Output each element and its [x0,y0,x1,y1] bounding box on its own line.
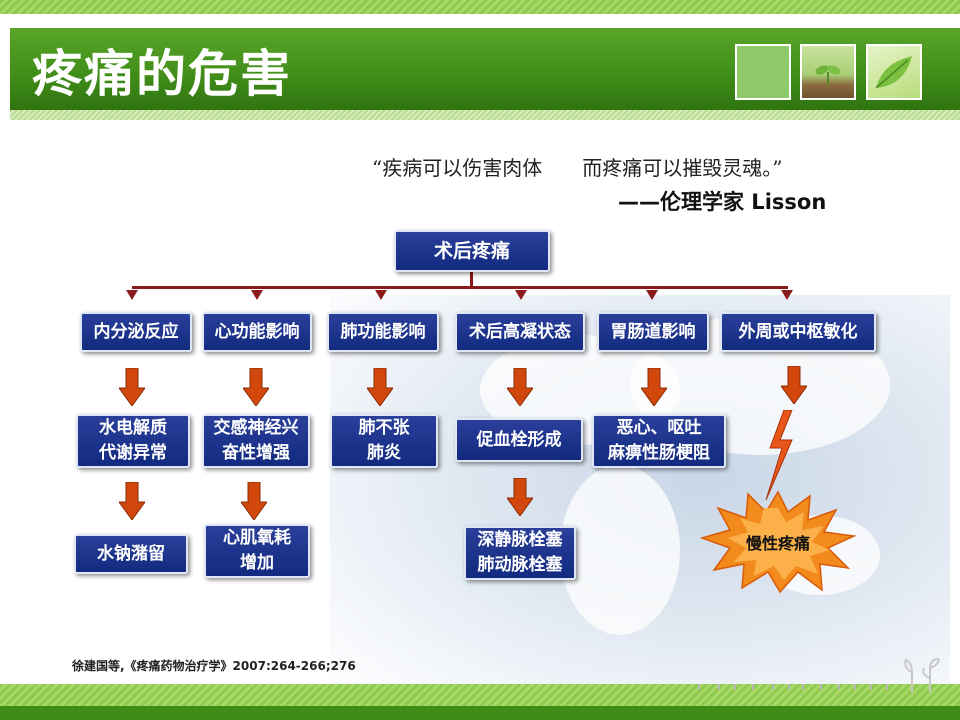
bottom-bar [0,706,960,720]
connector-arrow [375,290,387,300]
category-sensitization: 外周或中枢敏化 [720,312,876,352]
map-landmass [560,465,680,635]
down-arrow-icon [507,368,533,406]
down-arrow-icon [241,482,267,520]
burst-shape [699,490,857,594]
top-stripe [0,0,960,14]
effect-myocardial-oxygen: 心肌氧耗 增加 [204,524,310,578]
category-gi: 胃肠道影响 [597,312,709,352]
down-arrow-icon [781,366,807,404]
category-pulmonary: 肺功能影响 [327,312,439,352]
down-arrow-icon [367,368,393,406]
connector-arrow [781,290,793,300]
effect-atelectasis: 肺不张 肺炎 [330,414,438,468]
effect-sympathetic: 交感神经兴 奋性增强 [202,414,310,468]
down-arrow-icon [119,368,145,406]
sprout-logo-icon [904,658,940,692]
title-underline [10,110,960,120]
page-title: 疼痛的危害 [32,45,292,103]
category-label: 术后高凝状态 [469,321,571,342]
connector-arrow [251,290,263,300]
effect-label: 水电解质 代谢异常 [99,418,167,463]
effect-label: 深静脉栓塞 肺动脉栓塞 [477,530,563,575]
category-label: 肺功能影响 [340,321,426,342]
effect-label: 恶心、呕吐 麻痹性肠梗阻 [608,418,710,463]
category-label: 外周或中枢敏化 [738,321,858,342]
quote-text: “疾病可以伤害肉体 而疼痛可以摧毁灵魂。” [372,156,783,180]
connector-line [470,270,473,288]
effect-label: 交感神经兴 奋性增强 [213,418,299,463]
connector-arrow [126,290,138,300]
effect-label: 促血栓形成 [476,429,562,450]
down-arrow-icon [507,478,533,516]
leaf-icon [875,56,912,89]
effect-label: 肺不张 肺炎 [358,418,410,463]
down-arrow-icon [243,368,269,406]
root-label: 术后疼痛 [433,239,510,262]
citation: 徐建国等,《疼痛药物治疗学》2007:264-266;276 [72,659,356,673]
connector-arrow [515,290,527,300]
chronic-pain-label: 慢性疼痛 [745,534,810,553]
category-label: 内分泌反应 [93,321,179,342]
root-node: 术后疼痛 [394,230,550,272]
effect-label: 心肌氧耗 增加 [223,528,291,573]
down-arrow-icon [641,368,667,406]
category-label: 胃肠道影响 [610,321,696,342]
lightning-bolt-icon [765,410,793,500]
quote-author: ——伦理学家 Lisson [618,190,827,214]
category-cardiac: 心功能影响 [202,312,312,352]
green-square-image [735,44,791,100]
effect-sodium-retention: 水钠潴留 [74,534,188,574]
leaf-image [866,44,922,100]
category-label: 心功能影响 [214,321,300,342]
effect-nausea: 恶心、呕吐 麻痹性肠梗阻 [592,414,726,468]
category-endocrine: 内分泌反应 [80,312,192,352]
effect-electrolyte: 水电解质 代谢异常 [76,414,190,468]
effect-embolism: 深静脉栓塞 肺动脉栓塞 [464,526,576,580]
down-arrow-icon [119,482,145,520]
effect-label: 水钠潴留 [97,543,165,564]
connector-line [132,286,788,289]
ruler-decoration [698,684,888,690]
sprout-image [800,44,856,100]
category-coagulation: 术后高凝状态 [455,312,585,352]
sprout-icon [815,65,841,86]
connector-arrow [646,290,658,300]
effect-thrombosis: 促血栓形成 [455,418,583,462]
